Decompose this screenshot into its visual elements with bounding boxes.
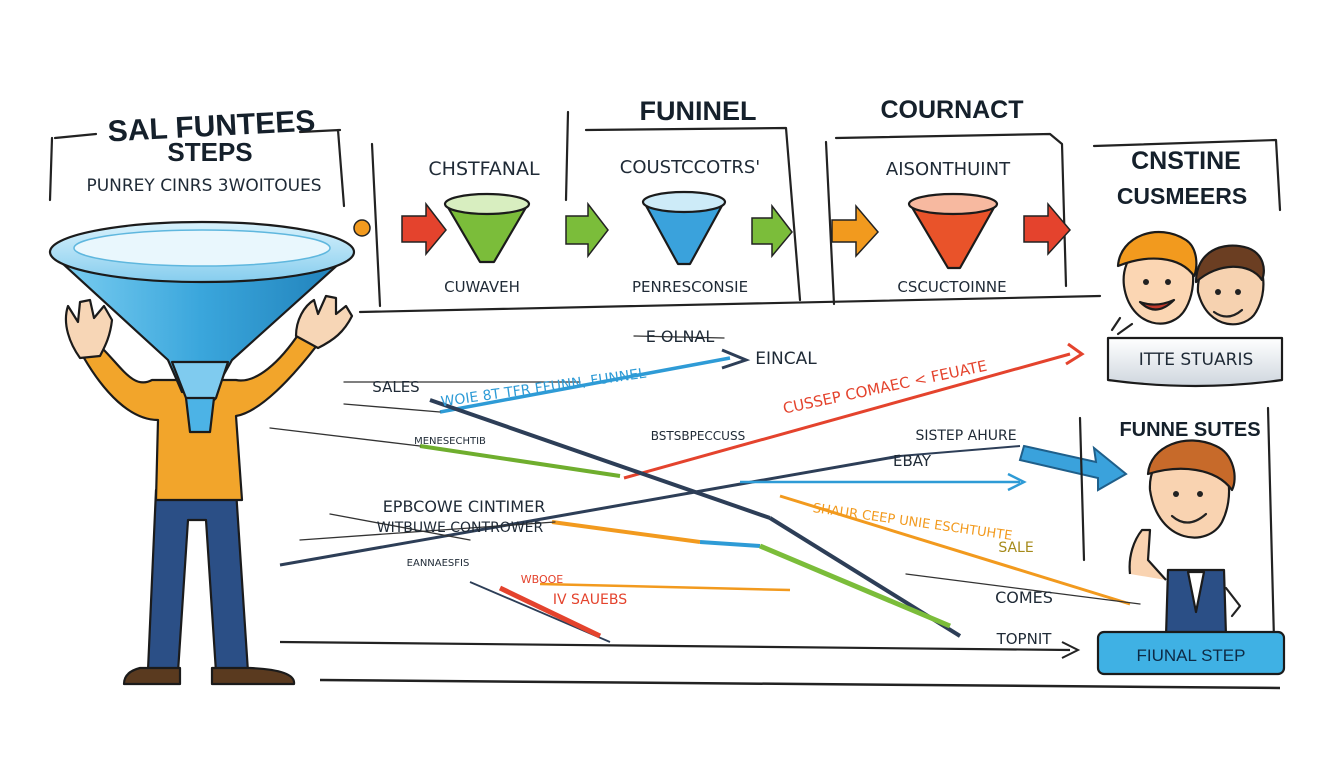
flow-label-sales-bottom: IV SAUEBS [553,592,627,608]
title-line-2: STEPS [167,137,252,167]
customer-plaque-label: ITTE STUARIS [1139,350,1254,370]
flow-label-funnel-path: WOIE 8T TFR FFUNN, FUNNEL [440,366,647,411]
title-block: SAL FUNTEES STEPS PUNREY CINRS 3WOITOUES [48,105,346,208]
person-icon [1194,244,1265,326]
arrow-right-icon [565,201,609,259]
final-header: FUNNE SUTES [1119,419,1260,441]
stage-1-label: CHSTFANAL [428,158,540,180]
customer-pair: ITTE STUARIS [1106,230,1284,388]
flow-label-sale: SALE [998,540,1033,556]
person-icon [1128,439,1242,638]
stage-2-funnel-icon [641,190,727,266]
arrow-right-icon [831,203,879,258]
arrow-right-icon [1023,201,1071,256]
flow-label-left-small: MENESECHTIB [414,436,486,447]
stage-arrows [353,201,1071,259]
arrow-right-icon [353,219,371,237]
flow-label-top-arrow: EINCAL [755,349,817,369]
stage-2-caption: PENRESCONSIE [632,278,748,296]
column-header-customers-2: CUSMEERS [1117,183,1247,209]
arrow-right-icon [1061,641,1081,659]
stage-3-caption: CSCUCTOINNE [897,278,1006,296]
stage-3: AISONTHUINT CSCUCTOINNE [886,159,1011,296]
stage-1-funnel-icon [443,192,531,264]
final-step: FUNNE SUTES FIUNAL STEP [1078,406,1286,676]
stage-3-label: AISONTHUINT [886,159,1011,180]
person-legs [146,488,250,674]
person-shoe-right [210,666,296,686]
flow-label-comes: COMES [995,588,1053,607]
column-header-customers-1: CNSTINE [1131,147,1241,175]
flow-label-ebay: EBAY [893,452,932,470]
arrow-right-icon [1007,472,1027,492]
final-plaque-label: FIUNAL STEP [1137,646,1246,665]
arrow-right-icon [721,348,751,370]
arrow-right-icon [751,203,793,259]
stage-3-funnel-icon [907,192,999,270]
hand-drawn-funnel-icon [48,220,356,434]
customer-plaque [1106,336,1284,388]
final-plaque [1096,630,1286,676]
person-hand-right [294,294,354,350]
flow-label-topnit: TOPNIT [996,630,1053,648]
flow-label-left-block-1: EPBCOWE CINTIMER [383,497,546,516]
stage-boxes-outline [358,110,1282,314]
flow-label-red-small: WBOOE [521,573,564,586]
arrow-right-icon [1065,342,1085,366]
column-header-funnel: FUNINEL [640,96,757,126]
person-shoe-left [122,666,182,686]
flow-label-left-small-2: EANNAESFIS [407,558,470,569]
title-subtitle: PUNREY CINRS 3WOITOUES [86,176,321,196]
stage-1-caption: CUWAVEH [444,278,520,296]
flow-label-top: E OLNAL [646,327,715,346]
person-hand-left [64,298,114,360]
flow-lines [269,335,1281,690]
flow-label-step: SISTEP AHURE [915,428,1016,444]
person-icon [1110,230,1198,336]
arrow-right-icon [1018,444,1128,492]
flow-label-mid-small: BSTSBPECCUSS [651,429,745,443]
stage-2: COUSTCCOTRS' PENRESCONSIE [620,157,760,296]
stage-2-label: COUSTCCOTRS' [620,157,760,178]
column-header-contact: COURNACT [880,96,1023,124]
stage-1: CHSTFANAL CUWAVEH [428,158,540,296]
arrow-right-icon [401,201,447,257]
flow-label-left-block-2: WITBUWE CONTROWER [377,520,544,536]
person-with-funnel [48,220,356,686]
flow-label-sales: SALES [372,378,419,396]
